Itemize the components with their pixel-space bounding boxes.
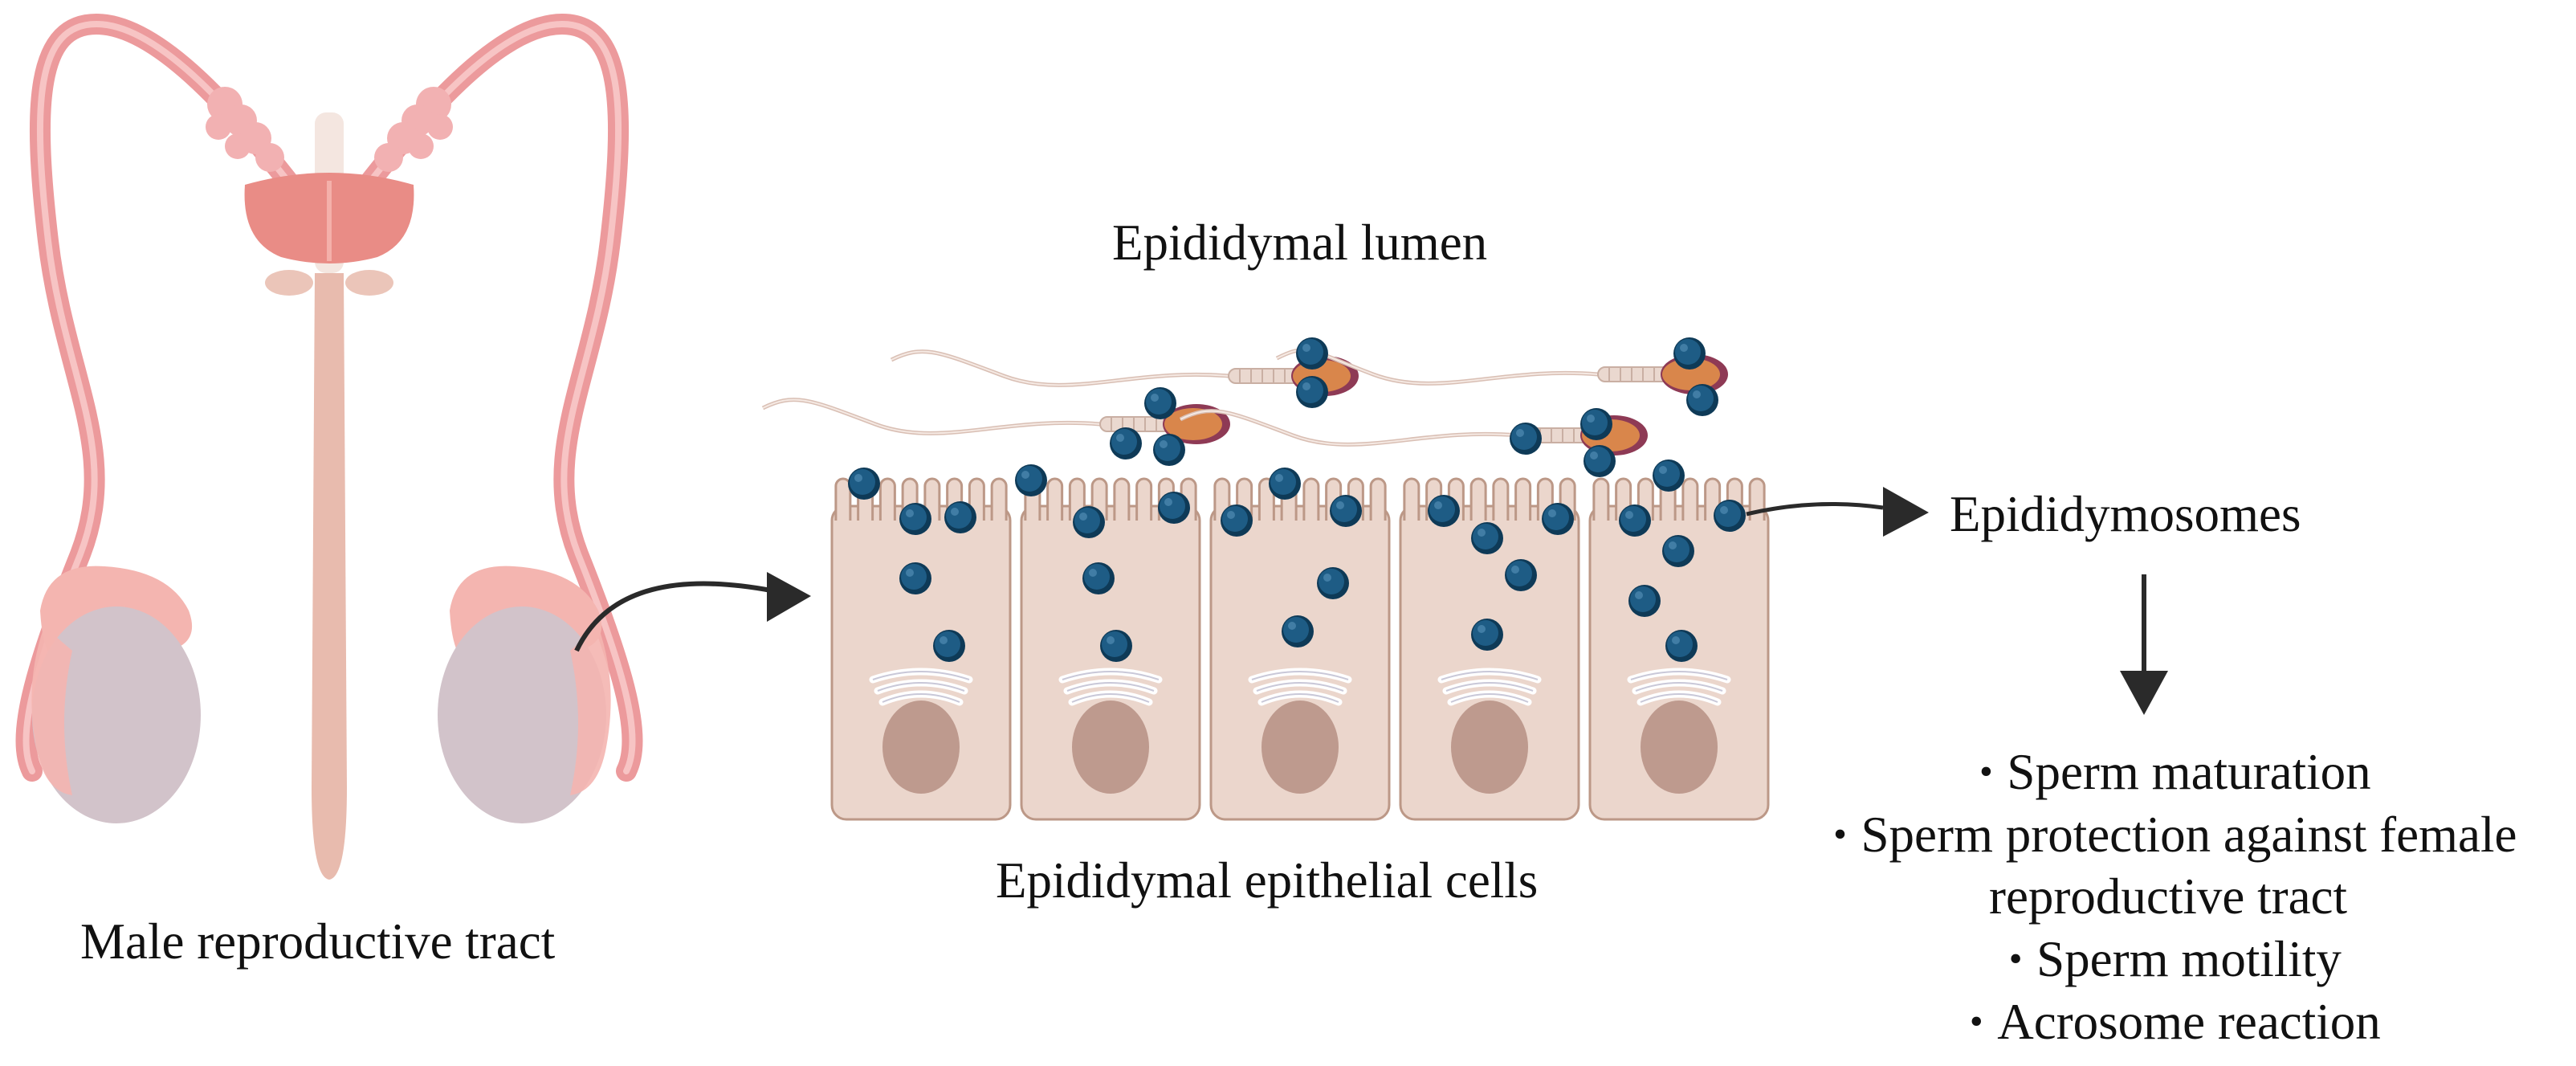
epididymosome (1510, 423, 1542, 455)
cell-nucleus (1451, 700, 1528, 794)
epididymosome (1296, 337, 1328, 370)
epididymosome (1144, 387, 1176, 419)
epithelial-cell (830, 477, 1012, 821)
epididymosome (1282, 615, 1314, 647)
epididymosome (1584, 445, 1616, 477)
epididymosome (1100, 630, 1132, 662)
function-item: Sperm maturation (1767, 741, 2570, 803)
golgi-apparatus (1437, 668, 1542, 706)
bulbourethral-gland-right (345, 270, 393, 296)
epididymosome (1153, 434, 1185, 466)
epididymosome (1628, 585, 1661, 617)
epididymosome (1269, 468, 1301, 500)
epididymosomes-label: Epididymosomes (1950, 486, 2301, 542)
epididymosome (944, 501, 976, 533)
epididymosome (933, 630, 965, 662)
golgi-apparatus (1248, 668, 1352, 706)
epididymosome (1580, 408, 1612, 440)
epididymosome (899, 503, 931, 535)
epididymosome-functions-list: Sperm maturation Sperm protection agains… (1767, 741, 2570, 1053)
golgi-apparatus (1627, 668, 1731, 706)
epididymosome (1330, 495, 1362, 527)
epididymosome (899, 562, 931, 594)
golgi-apparatus (1058, 668, 1163, 706)
golgi-apparatus (869, 668, 973, 706)
epididymosome (1158, 492, 1190, 524)
epididymosome (1015, 464, 1047, 496)
epididymosome (1317, 567, 1349, 599)
epididymosome (1428, 495, 1460, 527)
cell-nucleus (1641, 700, 1718, 794)
arrow-tract-to-epithelium (574, 572, 811, 652)
testis-left (31, 566, 201, 823)
sperm-cell (890, 349, 1359, 396)
cell-nucleus (1072, 700, 1149, 794)
function-item: Acrosome reaction (1767, 990, 2570, 1053)
epididymosome (1221, 504, 1253, 537)
epithelial-cell (1020, 477, 1201, 821)
epididymosome (848, 468, 880, 500)
function-item: Sperm motility (1767, 928, 2570, 990)
epididymosome (1505, 559, 1537, 591)
male-reproductive-tract-illustration (15, 13, 643, 880)
epididymosome (1653, 459, 1685, 492)
seminal-vesicle-right (374, 87, 453, 172)
epididymal-lumen-label: Epididymal lumen (1112, 214, 1488, 271)
male-reproductive-tract-label: Male reproductive tract (80, 913, 556, 970)
function-item-continuation: reproductive tract (1988, 868, 2347, 925)
epididymosome (1296, 376, 1328, 408)
epididymosome (1471, 619, 1503, 651)
cell-nucleus (882, 700, 960, 794)
epididymosome (1073, 506, 1105, 538)
epididymosome (1662, 535, 1694, 567)
epididymosome (1110, 427, 1142, 459)
epididymosome (1686, 384, 1718, 416)
epididymosome (1714, 500, 1746, 532)
function-item: Sperm protection against female (1767, 803, 2570, 866)
arrow-to-functions (2120, 574, 2168, 715)
penile-shaft (312, 273, 347, 880)
sperm-cells (761, 348, 1728, 455)
epididymal-epithelium (830, 477, 1770, 821)
seminal-vesicle-left (206, 87, 284, 172)
epididymosome (1542, 503, 1574, 535)
epididymosome (1471, 522, 1503, 554)
epididymosome (1665, 630, 1698, 662)
sperm-cell (1275, 348, 1728, 394)
epididymosome (1619, 504, 1651, 537)
epididymosome (1082, 562, 1115, 594)
sperm-cell (761, 398, 1230, 444)
bulbourethral-gland-left (265, 270, 313, 296)
cell-nucleus (1262, 700, 1339, 794)
epididymosome (1673, 337, 1706, 370)
testis-right (438, 566, 611, 823)
epididymosome-vesicles (848, 337, 1746, 662)
sperm-cell (1179, 409, 1648, 455)
arrow-to-epididymosomes (1746, 487, 1929, 537)
epididymal-epithelial-cells-label: Epididymal epithelial cells (996, 852, 1539, 909)
